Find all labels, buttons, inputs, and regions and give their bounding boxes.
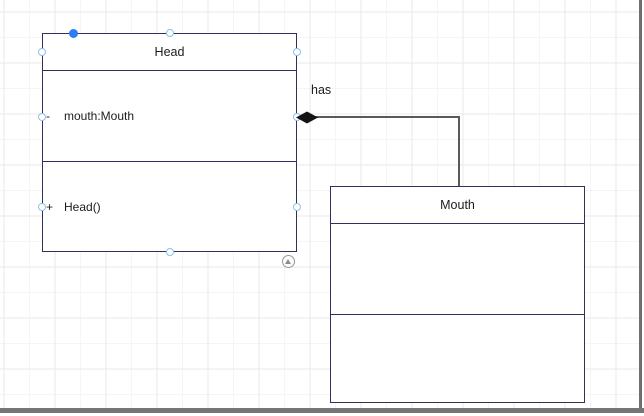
class-shape-mouth[interactable]: Mouth	[330, 186, 585, 403]
class-title-row-mouth[interactable]: Mouth	[331, 187, 584, 223]
visibility-marker: +	[46, 199, 54, 214]
connection-point-left-title[interactable]	[37, 47, 46, 56]
attributes-section-mouth[interactable]	[331, 223, 584, 314]
connection-point-left-attribute[interactable]	[37, 112, 46, 121]
class-name-head: Head	[154, 45, 185, 59]
aggregation-diamond-icon[interactable]	[296, 111, 318, 124]
selected-endpoint-dot[interactable]	[68, 28, 78, 38]
page-edge-bottom	[0, 408, 644, 413]
chevron-up-icon	[285, 258, 291, 264]
connection-point-right-operation[interactable]	[292, 202, 301, 211]
operations-section-mouth[interactable]	[331, 314, 584, 402]
connector-label[interactable]: has	[311, 83, 332, 97]
collapse-shape-button[interactable]	[281, 254, 295, 268]
page-edge-right	[639, 0, 642, 413]
class-title-row-head[interactable]: Head	[43, 34, 296, 70]
attribute-name: mouth:Mouth	[64, 109, 135, 123]
operation-row[interactable]: + Head()	[43, 200, 296, 214]
operation-name: Head()	[64, 199, 101, 214]
visibility-marker: -	[46, 109, 50, 123]
connection-point-right-title[interactable]	[292, 47, 301, 56]
attribute-row[interactable]: - mouth:Mouth	[43, 109, 296, 123]
connector-segment-vertical[interactable]	[457, 115, 460, 187]
connection-point-left-operation[interactable]	[37, 202, 46, 211]
connector-segment-horizontal[interactable]	[310, 115, 459, 118]
class-name-mouth: Mouth	[440, 198, 475, 212]
connection-point-bottom-center[interactable]	[165, 247, 174, 256]
connection-point-top-center[interactable]	[165, 28, 174, 37]
class-shape-head[interactable]: Head - mouth:Mouth + Head()	[42, 33, 297, 252]
attributes-section-head[interactable]: - mouth:Mouth	[43, 70, 296, 161]
operations-section-head[interactable]: + Head()	[43, 161, 296, 251]
